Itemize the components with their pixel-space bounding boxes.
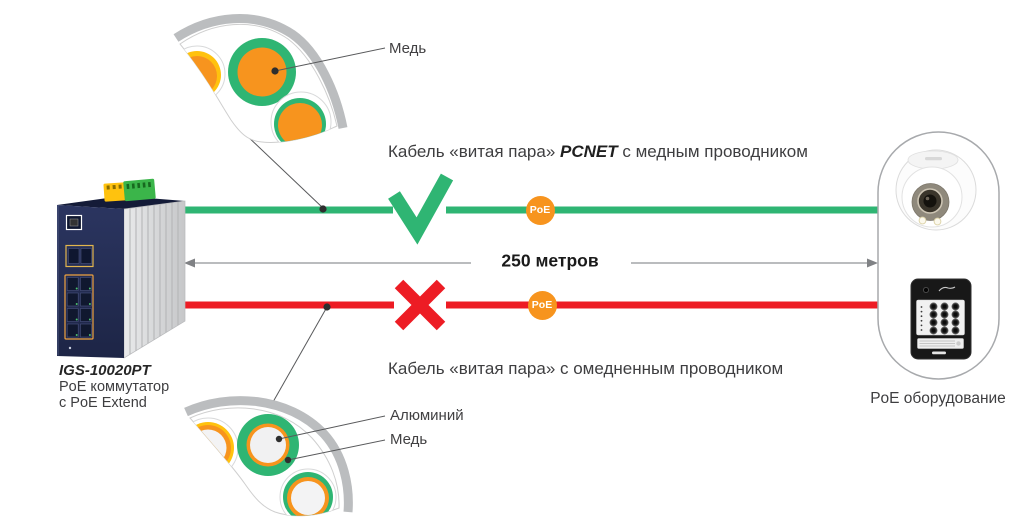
- camera-illustration: [895, 149, 977, 231]
- switch-model: IGS-10020PT: [59, 362, 151, 379]
- good-cable-brand: PCNET: [560, 142, 618, 161]
- cable-jacket: [173, 14, 348, 129]
- cross-section-copper: [173, 14, 348, 143]
- sfp-slots: [65, 244, 94, 268]
- switch-illustration: [57, 178, 186, 359]
- camera-logo: [925, 157, 942, 161]
- cross-icon: [394, 279, 446, 331]
- good-cable-label: Кабель «витая пара» PCNET с медным прово…: [388, 142, 808, 162]
- terminal-block-green: [123, 178, 156, 202]
- terminal-block-yellow: [103, 182, 127, 202]
- poe-badge-bad: PoE: [527, 290, 557, 320]
- intercom-illustration: [910, 278, 972, 360]
- leader-bottom-cable: [272, 306, 328, 403]
- wire-copper-core: [237, 47, 287, 97]
- check-icon: [388, 173, 454, 245]
- leader-lines: [242, 131, 328, 403]
- arrowhead-left-icon: [184, 258, 195, 268]
- switch-desc-1: PoE коммутатор: [59, 379, 170, 395]
- rj45-ports: [64, 274, 94, 340]
- equipment-label: PoE оборудование: [870, 389, 1006, 407]
- good-cable-suffix: с медным проводником: [622, 142, 808, 161]
- callout-copper-bottom: Медь: [390, 431, 428, 448]
- keypad-buttons: [929, 302, 960, 335]
- wire-aluminum-core: [250, 427, 286, 463]
- intercom-camera: [922, 286, 930, 294]
- intercom-logo: [938, 286, 956, 292]
- poe-badge-text: PoE: [529, 204, 551, 216]
- poe-badge-good: PoE: [525, 195, 555, 225]
- callout-leaders: [271, 47, 386, 464]
- good-cable-prefix: Кабель «витая пара»: [388, 142, 556, 161]
- poe-badge-text: PoE: [531, 299, 553, 311]
- distance-label: 250 метров: [501, 250, 599, 271]
- callout-aluminum: Алюминий: [390, 407, 464, 424]
- callout-copper-top: Медь: [389, 40, 427, 57]
- equipment-panel: [877, 131, 1000, 380]
- leader-top-cable: [242, 131, 324, 209]
- distance-arrow: [184, 258, 878, 268]
- bad-cable-label: Кабель «витая пара» с омедненным проводн…: [388, 359, 784, 378]
- cross-section-cca: [184, 396, 353, 517]
- switch-desc-2: с PoE Extend: [59, 395, 147, 411]
- camera-led: [933, 217, 942, 226]
- camera-led: [918, 216, 927, 225]
- arrowhead-right-icon: [867, 258, 878, 268]
